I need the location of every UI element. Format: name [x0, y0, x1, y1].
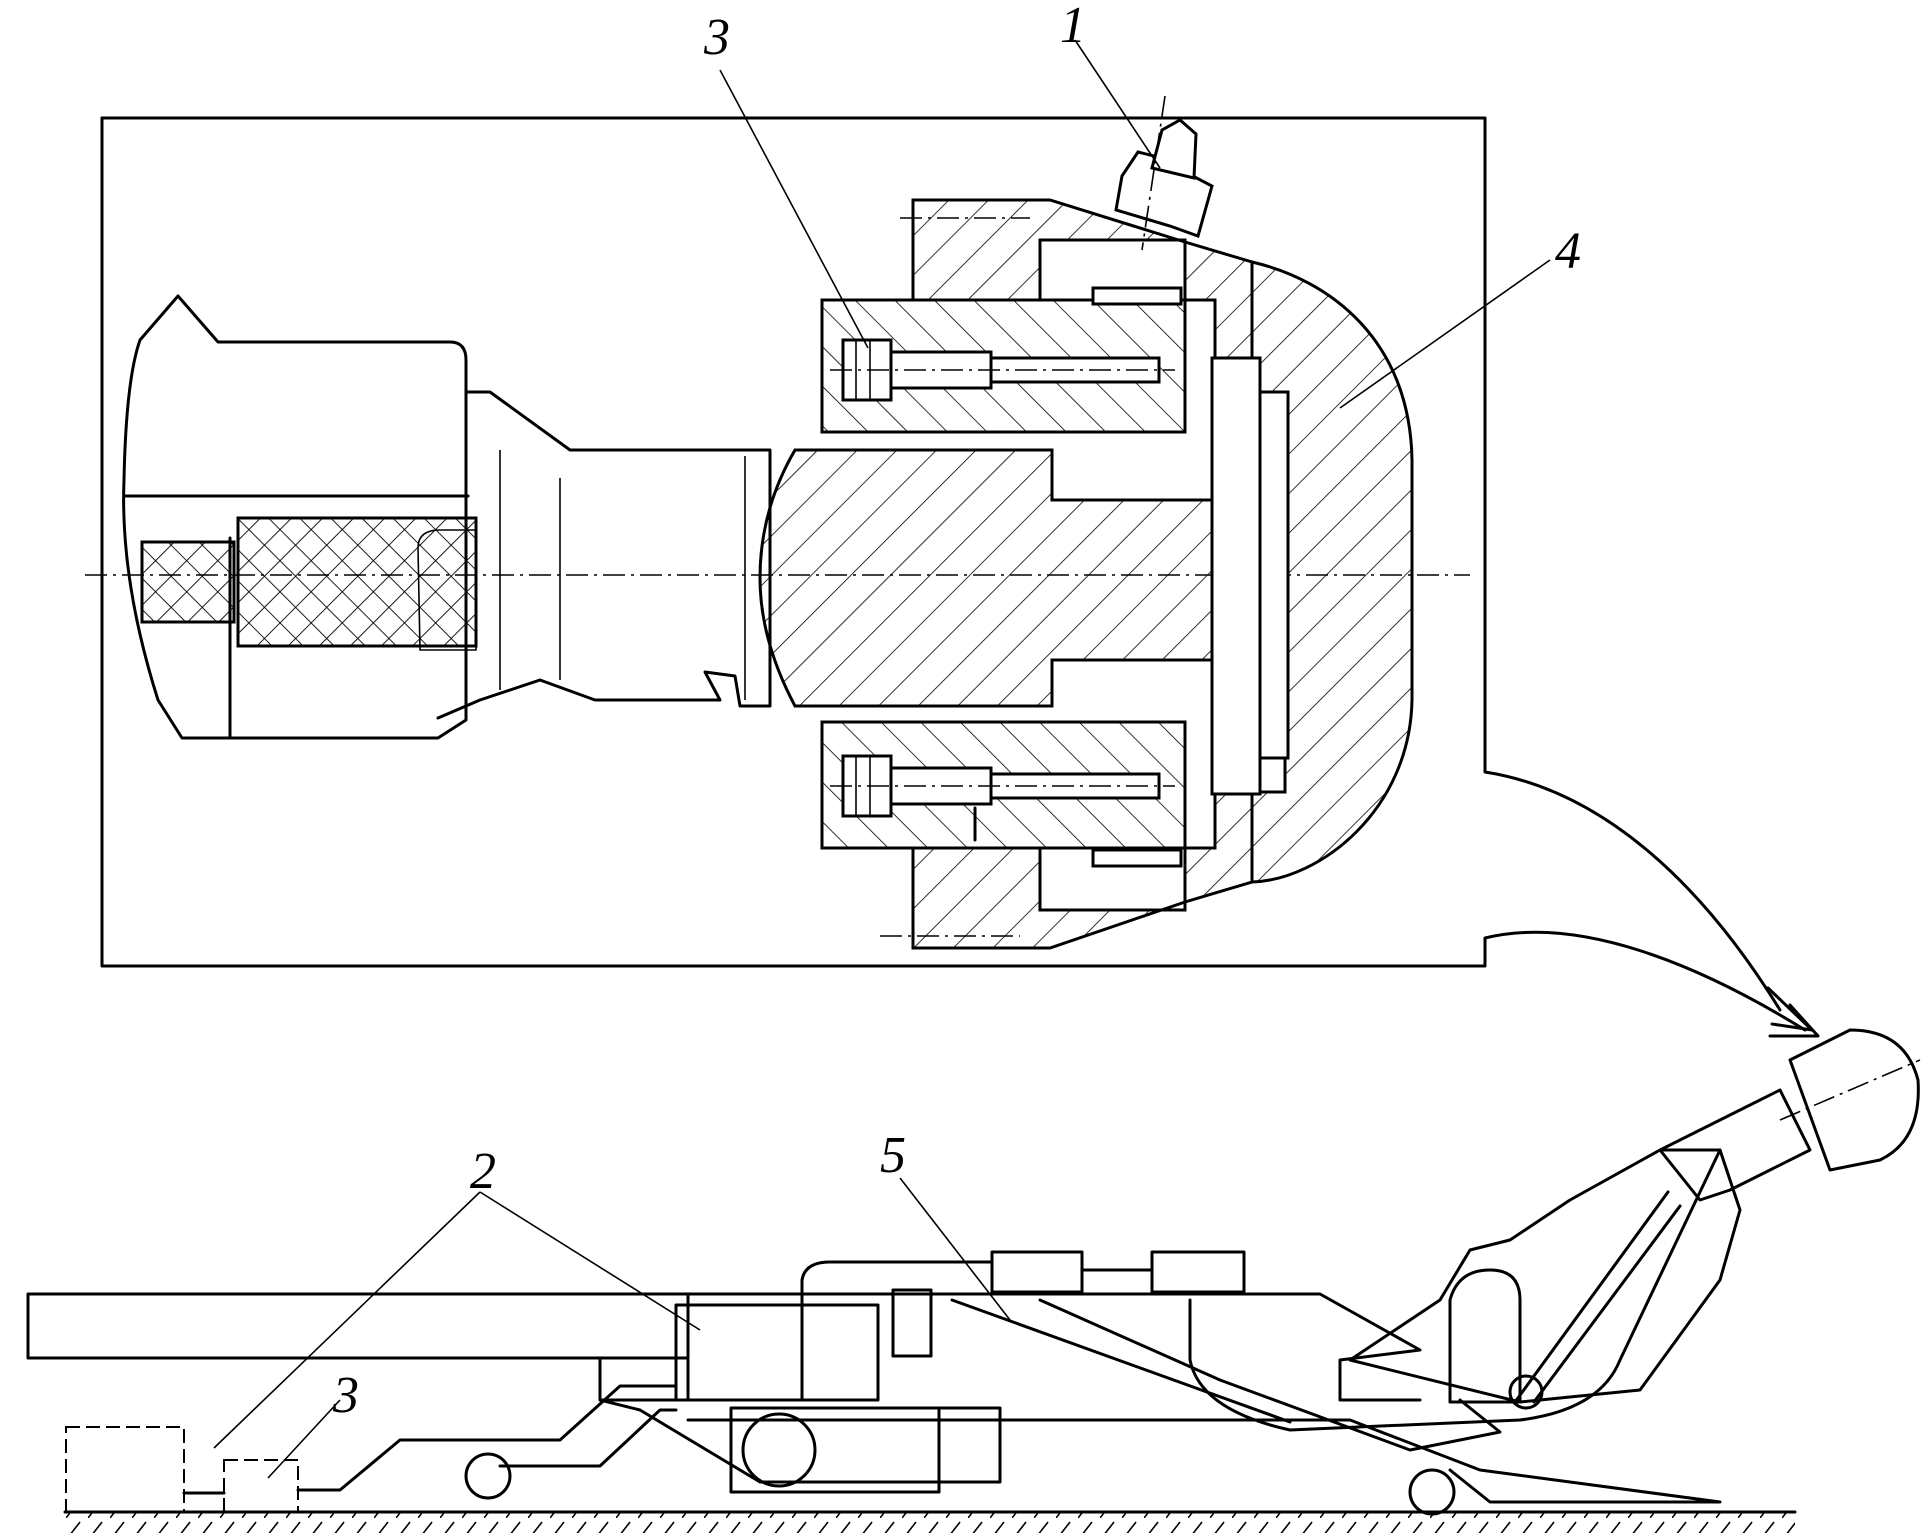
drive-wheel [741, 1412, 817, 1488]
callout-leaders [213, 39, 1551, 1479]
hydraulic-cylinder [1513, 1190, 1670, 1404]
boom-pivot [1448, 1268, 1522, 1404]
callout-labels: 1 2 3 3 4 5 [332, 0, 1581, 1424]
callout-3-bottom: 3 [332, 1367, 359, 1424]
top-box-1 [990, 1250, 1084, 1294]
cable-run-3 [498, 1408, 678, 1468]
control-box-3 [891, 1288, 933, 1358]
boom-cutter-head [1788, 1028, 1920, 1172]
front-roller [464, 1452, 512, 1500]
cable-run-6 [1188, 1148, 1722, 1432]
motor-winding [236, 516, 478, 648]
callout-2: 2 [470, 1143, 496, 1200]
cutting-head [1250, 260, 1414, 884]
arrow-head-2 [1768, 1003, 1820, 1038]
motor-housing [122, 294, 468, 740]
upper-flange [911, 198, 1254, 502]
rear-roller [1408, 1468, 1456, 1516]
conveyor-boom [26, 1292, 690, 1360]
callout-4: 4 [1555, 223, 1581, 280]
body-frame [686, 1418, 1722, 1504]
hub-section [758, 448, 1217, 708]
remote-unit-small [223, 1459, 299, 1513]
lower-washer [1091, 848, 1183, 868]
pick-tip [1150, 118, 1198, 180]
face-plate-inner [1258, 390, 1290, 760]
callout-1: 1 [1060, 0, 1086, 54]
leader-4 [1339, 259, 1551, 409]
body-slope [1038, 1298, 1502, 1452]
upper-washer [1091, 286, 1183, 306]
body-front [598, 1398, 1002, 1484]
boom-cutter-axis [1779, 1059, 1921, 1121]
cylinder-pivot [1508, 1374, 1544, 1410]
leader-3b [267, 1399, 341, 1479]
cable-run-1 [296, 1384, 678, 1492]
cutter-boom-arm [1348, 1148, 1742, 1404]
wheel-housing [729, 1406, 941, 1494]
detail-view [85, 95, 1820, 1038]
winding-end [417, 529, 477, 651]
shaft-neck [436, 390, 772, 720]
body-front-block [598, 1358, 690, 1402]
top-box-2 [1150, 1250, 1246, 1294]
leader-5 [899, 1177, 1011, 1321]
callout-3-top: 3 [703, 9, 730, 66]
machine-view [26, 1028, 1921, 1533]
hydraulic-cylinder-2 [1532, 1204, 1682, 1404]
body-top [686, 1292, 1422, 1402]
face-plate [1210, 356, 1262, 796]
remote-unit-large [65, 1426, 185, 1513]
boom-neck [1658, 1088, 1812, 1202]
leader-1 [1074, 39, 1161, 169]
control-box-2 [800, 1303, 880, 1402]
leader-2a [213, 1191, 481, 1449]
detail-frame-bottom [100, 116, 1807, 1032]
leader-2b [479, 1191, 701, 1331]
ground-hatching [65, 1513, 1795, 1533]
detail-frame-top [100, 116, 1782, 1012]
pick-axis [1141, 95, 1166, 251]
pick-holder [1114, 150, 1214, 238]
cable-run-4 [800, 1260, 994, 1307]
callout-5: 5 [880, 1127, 906, 1184]
control-box-1 [674, 1303, 804, 1402]
cable-run-7 [950, 1298, 1292, 1424]
small-coupling [140, 540, 236, 624]
leader-3a [719, 69, 869, 349]
